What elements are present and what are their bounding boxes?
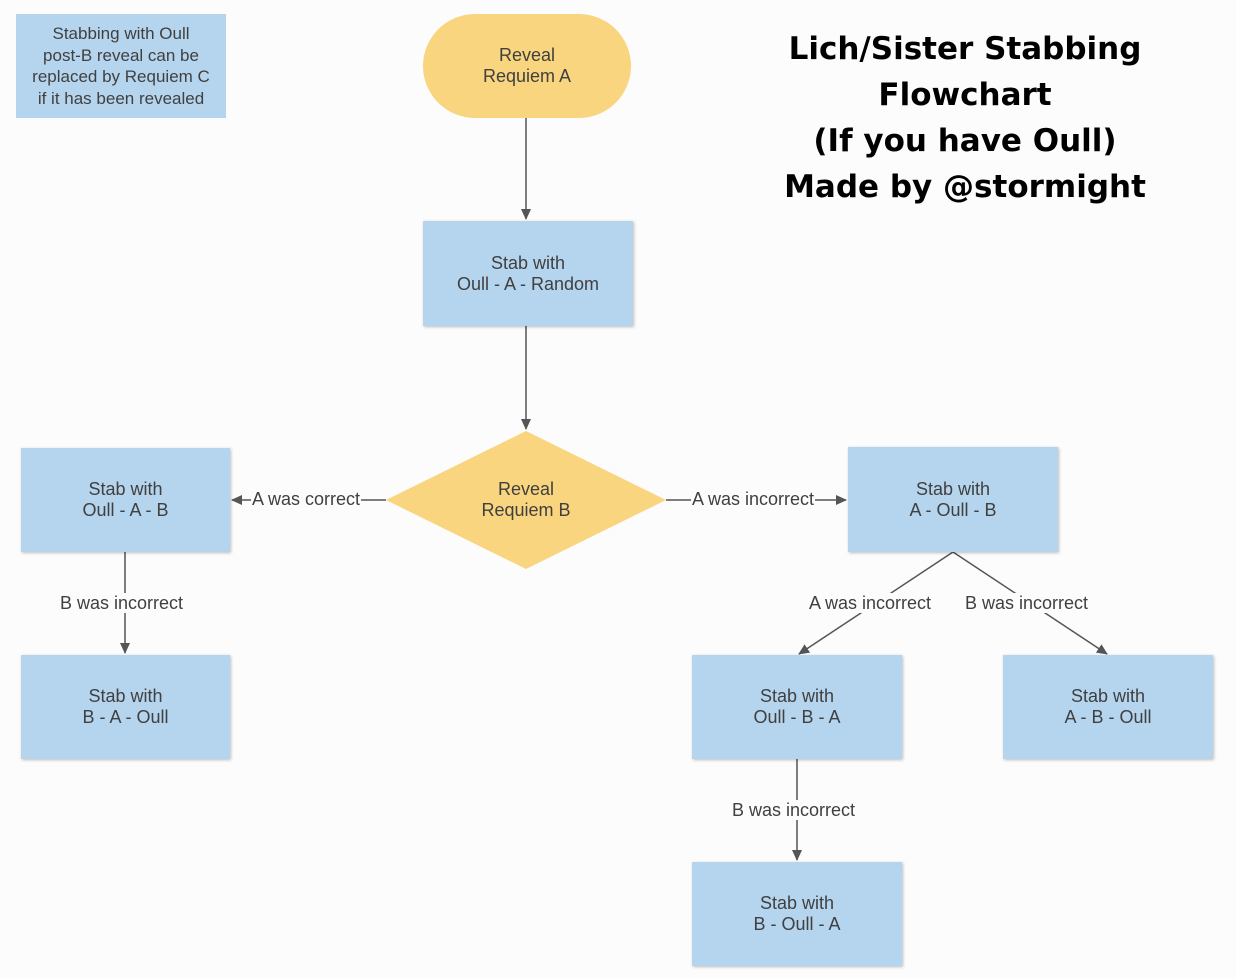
stab1-label: Stab with Oull - A - Random bbox=[456, 252, 600, 294]
title-line-3: Made by @stormight bbox=[784, 169, 1146, 205]
left1-label: Stab with Oull - A - B bbox=[82, 479, 169, 520]
left2-node: Stab with B - A - Oull bbox=[21, 655, 230, 759]
right1-node: Stab with A - Oull - B bbox=[848, 447, 1058, 552]
right-left-label: Stab with Oull - B - A bbox=[753, 686, 841, 727]
edge-label-b-incorrect-bottom: B was incorrect bbox=[731, 800, 857, 820]
decision-diamond-shape bbox=[386, 431, 666, 569]
right-left-node: Stab with Oull - B - A bbox=[692, 655, 902, 759]
title-line-2: (If you have Oull) bbox=[813, 123, 1117, 159]
stab1-node: Stab with Oull - A - Random bbox=[423, 221, 633, 326]
left2-label: Stab with B - A - Oull bbox=[82, 686, 169, 727]
title-line-1: Lich/Sister Stabbing Flowchart bbox=[788, 31, 1142, 113]
decision-node: Reveal Requiem B bbox=[481, 479, 571, 520]
start-node: Reveal Requiem A bbox=[482, 45, 572, 86]
right-right-node: Stab with A - B - Oull bbox=[1003, 655, 1213, 759]
bottom-node: Stab with B - Oull - A bbox=[692, 862, 902, 966]
start-oval-shape bbox=[423, 14, 631, 118]
edge-label-a-incorrect: A was incorrect bbox=[691, 489, 816, 509]
edge-label-a-incorrect-right: A was incorrect bbox=[808, 593, 933, 613]
edge-label-a-correct: A was correct bbox=[251, 489, 362, 509]
edge-label-b-incorrect-right: B was incorrect bbox=[964, 593, 1090, 613]
right-right-label: Stab with A - B - Oull bbox=[1064, 686, 1152, 727]
right1-label: Stab with A - Oull - B bbox=[909, 478, 997, 520]
bottom-label: Stab with B - Oull - A bbox=[753, 893, 841, 934]
edge-label-b-incorrect-left: B was incorrect bbox=[59, 593, 185, 613]
chart-title: Lich/Sister Stabbing Flowchart (If you h… bbox=[700, 26, 1230, 210]
left1-node: Stab with Oull - A - B bbox=[21, 448, 230, 552]
note-box: Stabbing with Oull post-B reveal can be … bbox=[16, 14, 226, 118]
